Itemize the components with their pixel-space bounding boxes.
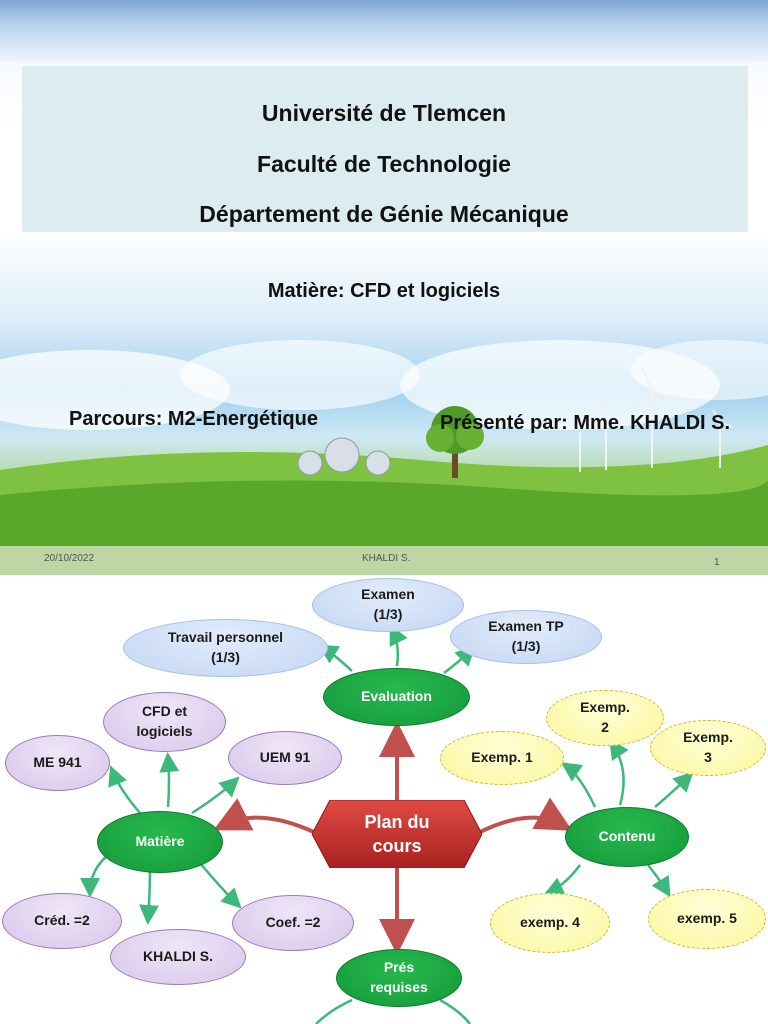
- node-travail-personnel[interactable]: Travail personnel (1/3): [123, 619, 328, 677]
- center-node-plan-du-cours[interactable]: Plan du cours: [312, 800, 482, 868]
- course-plan-slide: Evaluation Travail personnel (1/3) Exame…: [0, 575, 768, 1024]
- hub-contenu-label: Contenu: [598, 828, 656, 845]
- clouds-illustration: [0, 340, 768, 430]
- node-label: exemp. 5: [677, 910, 737, 927]
- node-label: ME 941: [33, 754, 82, 771]
- hub-matiere-label: Matière: [135, 833, 185, 850]
- hub-matiere[interactable]: Matière: [97, 811, 223, 873]
- node-credits[interactable]: Créd. =2: [2, 893, 122, 949]
- node-label: KHALDI S.: [143, 948, 213, 965]
- footer-date: 20/10/2022: [44, 553, 95, 564]
- node-examen-tp[interactable]: Examen TP (1/3): [450, 610, 602, 664]
- node-label: Examen TP (1/3): [488, 618, 564, 654]
- node-label: Exemp. 1: [471, 749, 533, 766]
- footer-page-number: 1: [714, 557, 720, 568]
- hub-evaluation[interactable]: Evaluation: [323, 668, 470, 726]
- node-label: Coef. =2: [265, 914, 321, 931]
- subject-title: Matière: CFD et logiciels: [267, 280, 501, 302]
- node-label: Exemp. 2: [580, 699, 630, 735]
- department-name: Département de Génie Mécanique: [199, 201, 569, 227]
- node-cfd-logiciels[interactable]: CFD et logiciels: [103, 692, 226, 752]
- title-box: [22, 66, 748, 232]
- node-label: exemp. 4: [520, 914, 580, 931]
- node-exemp-5[interactable]: exemp. 5: [648, 889, 766, 949]
- center-node-label: Plan du cours: [364, 811, 430, 856]
- node-khaldi[interactable]: KHALDI S.: [110, 929, 246, 985]
- node-label: CFD et logiciels: [136, 703, 193, 739]
- footer-author: KHALDI S.: [362, 553, 411, 564]
- node-exemp-2[interactable]: Exemp. 2: [546, 690, 664, 746]
- node-label: Exemp. 3: [683, 729, 733, 765]
- slide-footer: 20/10/2022 KHALDI S. 1: [0, 546, 768, 575]
- hub-evaluation-label: Evaluation: [361, 688, 432, 705]
- node-examen[interactable]: Examen (1/3): [312, 578, 464, 632]
- faculty-name: Faculté de Technologie: [257, 151, 511, 177]
- node-label: UEM 91: [259, 749, 311, 766]
- track-label: Parcours: M2-Energétique: [69, 408, 318, 430]
- node-label: Créd. =2: [34, 912, 90, 929]
- hub-contenu[interactable]: Contenu: [565, 807, 689, 867]
- node-label: Examen (1/3): [361, 586, 415, 622]
- university-name: Université de Tlemcen: [261, 100, 507, 126]
- landscape-illustration: [0, 367, 768, 545]
- node-exemp-3[interactable]: Exemp. 3: [650, 720, 766, 776]
- presenter-label: Présenté par: Mme. KHALDI S.: [440, 412, 731, 434]
- node-me-941[interactable]: ME 941: [5, 735, 110, 791]
- center-hexagon-shape: [312, 800, 482, 868]
- title-slide: Université de Tlemcen Faculté de Technol…: [0, 0, 768, 575]
- node-exemp-4[interactable]: exemp. 4: [490, 893, 610, 953]
- hub-prerequis-label: Prés requises: [370, 959, 428, 995]
- node-coef[interactable]: Coef. =2: [232, 895, 354, 951]
- hub-prerequis[interactable]: Prés requises: [336, 949, 462, 1007]
- node-uem-91[interactable]: UEM 91: [228, 731, 342, 785]
- node-exemp-1[interactable]: Exemp. 1: [440, 731, 564, 785]
- node-label: Travail personnel (1/3): [167, 629, 284, 665]
- header-band: [0, 0, 768, 62]
